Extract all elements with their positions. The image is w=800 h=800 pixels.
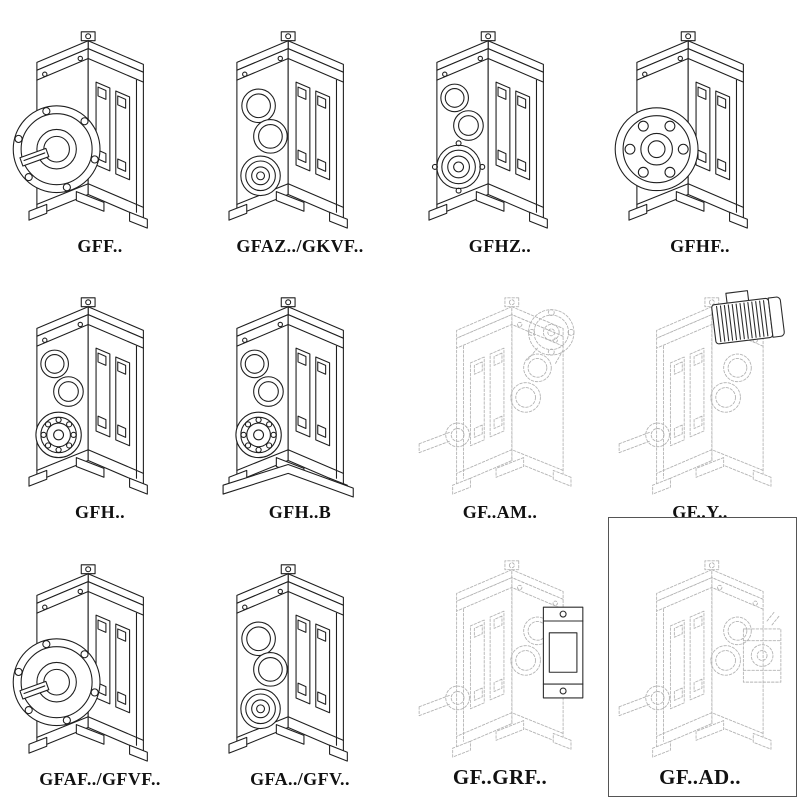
- catalog-cell-gff: GFF..: [0, 0, 200, 267]
- catalog-cell-gfa-gfv: GFA../GFV..: [200, 533, 400, 800]
- catalog-cell-gf-grf: GF..GRF..: [400, 533, 600, 800]
- catalog-cell-gfhf: GFHF..: [600, 0, 800, 267]
- catalog-cell-gf-am: GF..AM..: [400, 267, 600, 534]
- electric-motor-icon: [711, 290, 785, 345]
- output-bearing-icon: [240, 688, 281, 730]
- catalog-cell-gfhz: GFHZ..: [400, 0, 600, 267]
- model-label: GF..Y..: [672, 502, 728, 523]
- gearbox-drawing-gf-y: [618, 290, 785, 495]
- gearbox-drawing-gfhz: [428, 30, 548, 229]
- gearbox-drawing-gfa: [228, 564, 348, 762]
- catalog-cell-gfaz-gkvf: GFAZ../GKVF..: [200, 0, 400, 267]
- model-label: GFH..: [75, 502, 125, 523]
- output-flange-shaft-icon: [12, 104, 101, 193]
- catalog-cell-gfaf-gfvf: GFAF../GFVF..: [0, 533, 200, 800]
- catalog-cell-gfh: GFH..: [0, 267, 200, 534]
- cover-unit-icon: [542, 606, 584, 699]
- gearbox-drawing-gfh: [28, 297, 148, 495]
- iec-input-flange-icon: [527, 309, 575, 365]
- gearbox-drawing-gfhf: [614, 30, 748, 229]
- gearbox-drawing-gfh-b: [222, 297, 354, 498]
- ghost-housing-icon: [452, 297, 572, 495]
- ball-bearing-icon: [235, 412, 282, 459]
- model-label: GFAF../GFVF..: [39, 768, 161, 789]
- model-label: GF..GRF..: [452, 764, 548, 789]
- gearbox-housing-icon: [228, 564, 348, 762]
- gearbox-drawing-gfaz: [228, 30, 348, 229]
- input-adapter-icon: [742, 610, 782, 683]
- model-label: GFHZ..: [468, 235, 532, 256]
- gearbox-drawing-gfaf: [12, 564, 148, 762]
- catalog-cell-gf-y: GF..Y..: [600, 267, 800, 534]
- model-label: GF..AM..: [462, 502, 538, 523]
- gearbox-drawing-gf-grf: [418, 560, 584, 758]
- output-flange-shaft-icon: [12, 638, 101, 727]
- model-label: GFHF..: [670, 235, 730, 256]
- catalog-cell-gf-ad: GF..AD..: [600, 533, 800, 800]
- ball-bearing-icon: [35, 412, 82, 459]
- gearbox-housing-icon: [28, 297, 148, 495]
- ghost-housing-icon: [652, 560, 772, 758]
- model-label: GFAZ../GKVF..: [236, 235, 364, 256]
- gearbox-drawing-gff: [12, 30, 148, 229]
- model-label: GFH..B: [268, 502, 332, 523]
- model-label: GFA../GFV..: [250, 768, 350, 789]
- gearbox-housing-icon: [428, 30, 548, 229]
- gearbox-drawing-gf-ad: [618, 560, 782, 758]
- gearbox-housing-icon: [228, 30, 348, 229]
- output-flange-hollow-icon: [614, 106, 699, 191]
- output-bearing-icon: [240, 155, 281, 196]
- gearbox-drawing-gf-am: [418, 297, 575, 495]
- catalog-cell-gfh-b: GFH..B: [200, 267, 400, 534]
- model-label: GFF..: [77, 235, 123, 256]
- model-label: GF..AD..: [659, 764, 741, 789]
